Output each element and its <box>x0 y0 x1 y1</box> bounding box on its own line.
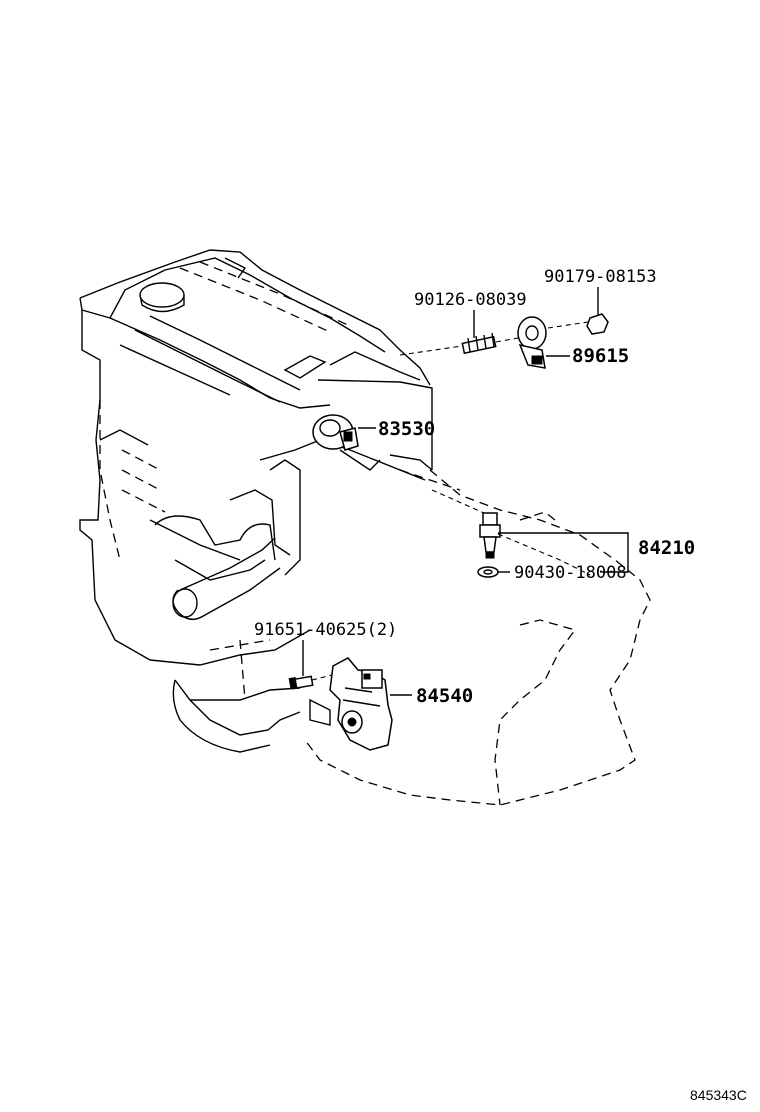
oil-pressure-switch-83530 <box>312 414 359 451</box>
gasket-90430 <box>477 566 499 578</box>
engine-block-outline <box>79 249 651 806</box>
callout-84210: 84210 <box>638 537 695 559</box>
callout-labels: 90179-08153 90126-08039 89615 83530 8421… <box>254 267 695 707</box>
callout-90179-08153: 90179-08153 <box>544 267 657 287</box>
diagram-reference-code: 845343C <box>690 1087 747 1103</box>
callout-90126-08039: 90126-08039 <box>414 290 527 310</box>
bolt-91651 <box>288 675 314 690</box>
stud-bolt-90126 <box>461 332 497 355</box>
knock-sensor-89615 <box>517 316 547 369</box>
callout-83530: 83530 <box>378 418 435 440</box>
callout-89615: 89615 <box>572 345 629 367</box>
switch-84540 <box>329 657 393 751</box>
sensor-84210 <box>479 512 501 559</box>
callout-90430-18008: 90430-18008 <box>514 563 627 583</box>
callout-84540: 84540 <box>416 685 473 707</box>
nut-90179 <box>586 313 609 335</box>
callout-91651-40625: 91651-40625(2) <box>254 620 397 640</box>
leader-lines <box>302 287 629 696</box>
